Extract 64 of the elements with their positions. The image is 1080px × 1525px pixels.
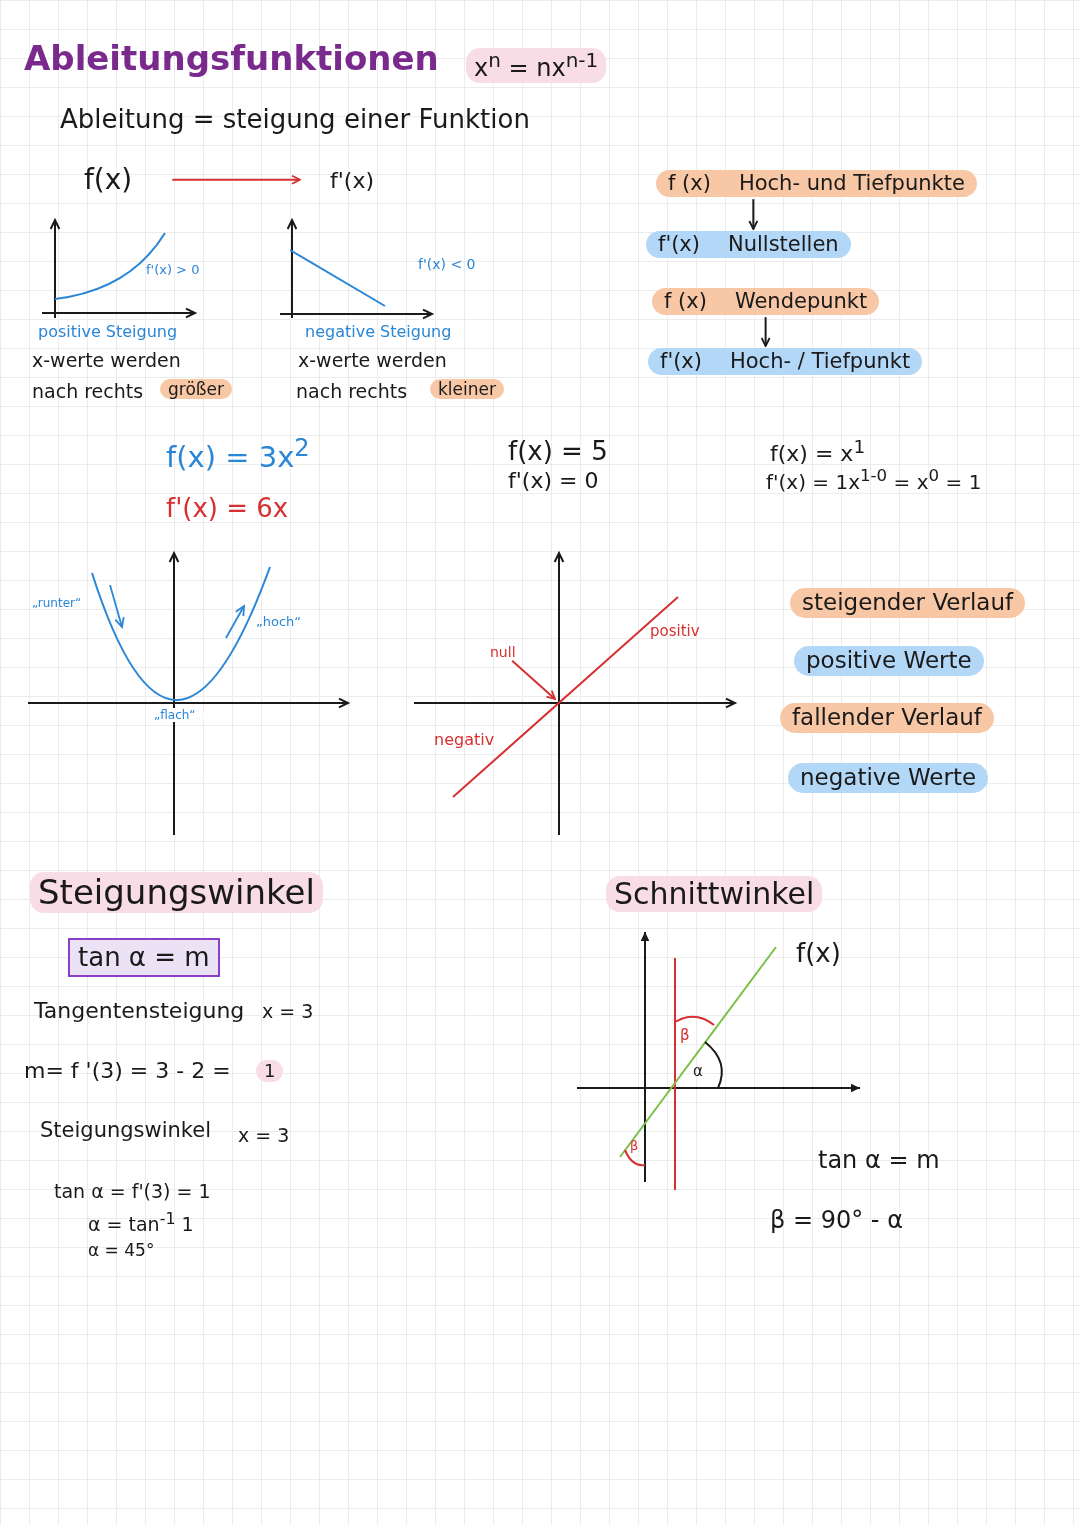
function-formula: f(x) = 5 [508,436,608,468]
highlighted-result: 1 [256,1060,284,1082]
derivative-formula: f'(x) = 1x$^{1-0}$ = x$^{0}$ = 1 [766,466,982,494]
function-label: f(x) [84,163,133,197]
caption-text: positive Steigung [38,322,178,342]
page-title: Ableitungsfunktionen [24,38,439,78]
highlighted-word: kleiner [430,379,504,400]
derivative-formula: f'(x) = 6x [166,493,289,525]
graph-annotation: negativ [434,730,495,750]
section-heading: Schnittwinkel [606,876,823,912]
statement-text: Hoch- und Tiefpunkte [738,171,965,195]
arrow [748,198,759,230]
derivative-formula: f'(x) = 0 [508,468,599,495]
formula-text: β = 90° - α [770,1206,903,1235]
caption-text: nach rechts [32,380,144,403]
arrow [511,659,556,700]
statement-text: Nullstellen [728,232,839,256]
caption-text: negative Steigung [305,322,452,342]
function-term: f'(x) [658,232,700,256]
function-term: f (x) [668,171,711,195]
highlighted-statement [648,348,923,376]
graph-annotation: f(x) [796,938,841,970]
highlighted-statement [656,170,977,198]
formula-text: tan α = m [818,1146,940,1175]
highlighted-term: positive Werte [794,646,984,676]
function-formula: f(x) = x$^{1}$ [770,436,866,468]
graph-annotation: „runter“ [32,596,82,611]
graph-annotation: f'(x) > 0 [146,262,200,278]
highlighted-word: größer [160,379,232,400]
formula-text: tan α = f'(3) = 1 [54,1180,211,1203]
highlighted-term: fallender Verlauf [780,703,994,733]
function-term: f'(x) [660,349,702,373]
formula-text: α = tan$^{-1}$ 1 [88,1209,194,1237]
highlighted-statement [652,288,880,316]
arrow [171,174,301,185]
formula-text: α = 45° [88,1240,155,1261]
highlighted-term: negative Werte [788,763,989,793]
callout-text: null [490,644,516,661]
angle-label: β [630,1138,639,1154]
power-rule-formula: x$^{n}$ = nx$^{n-1}$ [466,48,607,83]
highlighted-statement [646,231,851,259]
highlighted-term: steigender Verlauf [790,588,1026,618]
function-term: f (x) [664,289,707,313]
boxed-formula: tan α = m [68,938,220,978]
arrow [760,316,771,347]
text: Tangentensteigung [34,998,245,1025]
graph-annotation: f'(x) < 0 [418,256,476,273]
graph-annotation: „hoch“ [256,614,302,630]
derivative-label: f'(x) [330,168,374,195]
caption-text: x-werte werden [298,349,447,372]
statement-text: Wendepunkt [734,289,868,313]
definition-text: Ableitung = steigung einer Funktion [60,104,530,136]
caption-text: x-werte werden [32,349,181,372]
function-formula: f(x) = 3x$^{2}$ [166,434,310,475]
formula-text: x = 3 [238,1124,290,1147]
caption-text: nach rechts [296,380,408,403]
angle-label: β [680,1026,690,1044]
statement-text: Hoch- / Tiefpunkt [730,349,911,373]
section-heading: Steigungswinkel [30,872,323,913]
graph-annotation: positiv [650,622,700,640]
angle-label: α [693,1062,703,1080]
formula-text: x = 3 [262,1000,314,1023]
text: Steigungswinkel [40,1118,212,1144]
formula-text: m= f '(3) = 3 - 2 = [24,1058,231,1085]
